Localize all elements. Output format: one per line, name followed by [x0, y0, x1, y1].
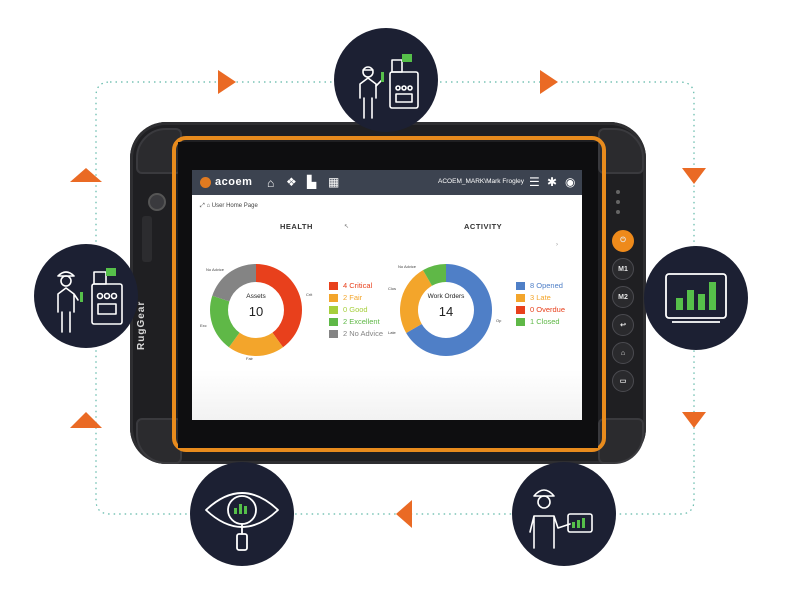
chevron-right-icon[interactable]: › — [556, 242, 558, 248]
activity-title: ACTIVITY — [464, 222, 503, 231]
screen-footer-area — [192, 370, 582, 420]
expand-icon[interactable]: ⤢ ⌂ — [200, 203, 212, 209]
tablet-orange-trim — [172, 136, 606, 452]
arrow-down-icon — [682, 412, 706, 428]
health-center-value: 10 — [248, 304, 264, 319]
donut-slice[interactable] — [400, 270, 432, 333]
screen-bezel — [178, 142, 192, 448]
monitor-chart-icon — [665, 273, 727, 323]
breadcrumb-label: User Home Page — [211, 203, 258, 209]
recents-icon[interactable]: ▭ — [612, 370, 634, 392]
health-legend: 4 Critical 2 Fair 0 Good 2 Excellent 2 N… — [329, 280, 383, 340]
acoem-logo-icon — [200, 177, 211, 188]
stage-monitor-chart — [644, 246, 748, 350]
technician-machine-icon — [359, 54, 419, 119]
legend-item-closed[interactable]: 1 Closed — [516, 316, 565, 328]
legend-swatch — [516, 294, 525, 302]
stage-insight-eye — [190, 462, 294, 566]
cursor-icon: ↖ — [344, 224, 350, 230]
arrow-right-icon — [218, 70, 236, 94]
sensor-dot — [616, 190, 620, 194]
arrow-down-icon — [682, 168, 706, 184]
eye-magnifier-icon — [205, 492, 279, 551]
app-logo-text: acoem — [215, 176, 253, 188]
legend-swatch — [329, 318, 338, 326]
health-center: Assets 10 — [236, 293, 276, 319]
legend-swatch — [516, 318, 525, 326]
account-icon[interactable]: ◉ — [565, 175, 576, 189]
health-title: HEALTH — [280, 222, 313, 231]
m1-button[interactable]: M1 — [612, 258, 634, 280]
arrow-up-icon — [70, 168, 102, 182]
slice-label: No Advice — [206, 267, 225, 272]
legend-item-late[interactable]: 3 Late — [516, 292, 565, 304]
legend-swatch — [329, 330, 338, 338]
menu-icon[interactable]: ☰ — [529, 175, 540, 189]
legend-item-fair[interactable]: 2 Fair — [329, 292, 383, 304]
screen-bezel — [192, 420, 582, 448]
legend-swatch — [329, 282, 338, 290]
home-icon[interactable]: ⌂ — [612, 342, 634, 364]
health-donut-chart — [210, 264, 302, 356]
slice-label: No Advice — [398, 264, 417, 269]
assets-icon[interactable]: ❖ — [286, 175, 297, 189]
donut-slice[interactable] — [212, 264, 256, 302]
donut-slice[interactable] — [228, 332, 284, 356]
legend-item-overdue[interactable]: 0 Overdue — [516, 304, 565, 316]
slice-label: Clos — [388, 286, 397, 291]
device-brand: RugGear — [136, 300, 147, 350]
arrow-up-icon — [70, 412, 102, 428]
activity-donut-chart — [400, 264, 492, 356]
legend-item-opened[interactable]: 8 Opened — [516, 280, 565, 292]
settings-icon[interactable]: ✱ — [547, 175, 558, 189]
legend-item-excellent[interactable]: 2 Excellent — [329, 316, 383, 328]
breadcrumb[interactable]: ⤢ ⌂ User Home Page — [200, 203, 258, 210]
back-icon[interactable]: ↩ — [612, 314, 634, 336]
report-icon[interactable]: ▙ — [307, 175, 317, 189]
stage-technician-at-machine-2 — [34, 244, 138, 348]
sensor-dot — [616, 200, 620, 204]
arrow-left-icon — [396, 500, 412, 528]
technician-machine-icon — [57, 268, 123, 333]
legend-swatch — [329, 306, 338, 314]
stage-technician-at-machine — [334, 28, 438, 132]
donut-slice[interactable] — [423, 264, 446, 286]
legend-swatch — [516, 282, 525, 290]
legend-swatch — [329, 294, 338, 302]
calendar-icon[interactable]: ▦ — [328, 175, 340, 189]
legend-swatch — [516, 306, 525, 314]
stage-technician-with-tablet — [512, 462, 616, 566]
slice-label: Crit — [306, 292, 313, 297]
user-name[interactable]: ACOEM_MARK\Mark Frogley — [438, 178, 524, 185]
screen-bezel — [582, 142, 598, 448]
m2-button[interactable]: M2 — [612, 286, 634, 308]
slice-label: Op — [496, 318, 502, 323]
legend-item-good[interactable]: 0 Good — [329, 304, 383, 316]
activity-center-value: 14 — [438, 304, 454, 319]
donut-slice[interactable] — [256, 264, 302, 348]
slice-label: Exc — [200, 323, 207, 328]
side-port — [142, 216, 152, 262]
legend-item-no-advice[interactable]: 2 No Advice — [329, 328, 383, 340]
power-button[interactable]: ⏻ — [612, 230, 634, 252]
activity-center: Work Orders 14 — [418, 293, 474, 319]
slice-label: Fair — [246, 356, 253, 361]
activity-legend: 8 Opened 3 Late 0 Overdue 1 Closed — [516, 280, 565, 328]
app-header: acoem ⌂ ❖ ▙ ▦ ACOEM_MARK\Mark Frogley ☰ … — [192, 170, 582, 195]
donut-slice[interactable] — [406, 264, 492, 356]
sensor-dot — [616, 210, 620, 214]
home-icon[interactable]: ⌂ — [267, 176, 275, 190]
arrow-right-icon — [540, 70, 558, 94]
slice-label: Late — [388, 330, 396, 335]
donut-slice[interactable] — [210, 295, 240, 348]
activity-center-label: Work Orders — [427, 293, 465, 300]
camera-icon — [148, 193, 166, 211]
technician-tablet-icon — [529, 489, 593, 549]
health-center-label: Assets — [246, 293, 266, 300]
app-screen: acoem ⌂ ❖ ▙ ▦ ACOEM_MARK\Mark Frogley ☰ … — [192, 170, 582, 420]
legend-item-critical[interactable]: 4 Critical — [329, 280, 383, 292]
screen-bezel — [178, 142, 598, 170]
